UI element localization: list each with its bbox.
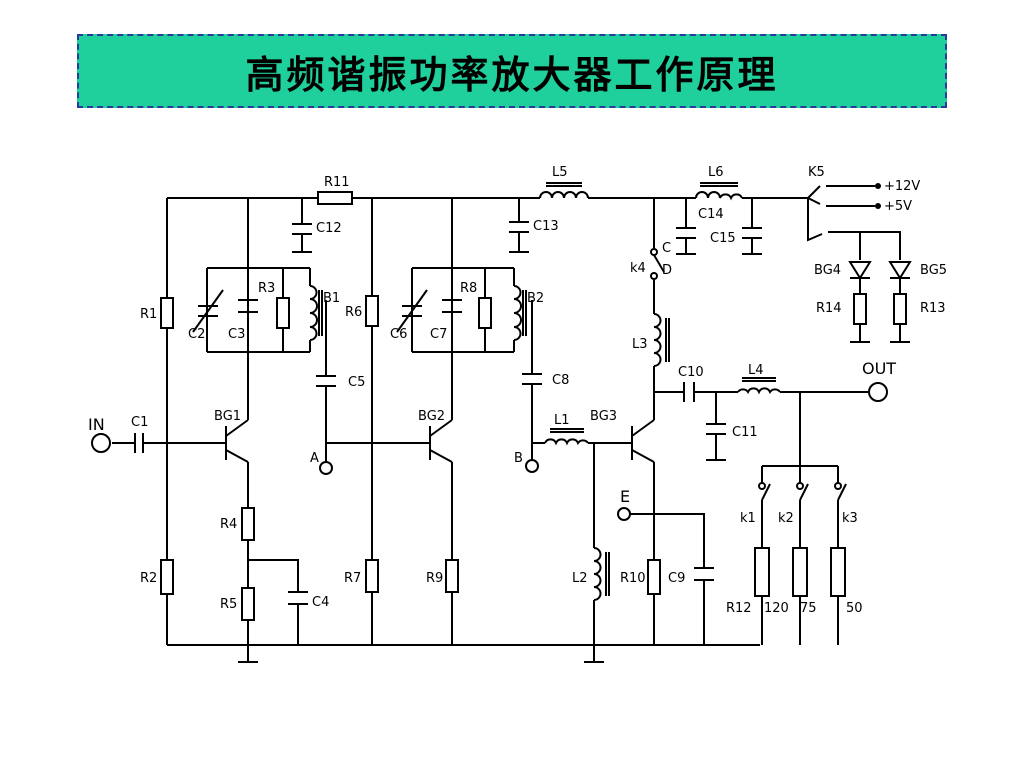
label-r10: R10 — [620, 571, 646, 586]
label-l2: L2 — [572, 571, 588, 586]
label-r1: R1 — [140, 307, 157, 322]
label-k5: K5 — [808, 165, 825, 180]
wires — [112, 185, 901, 646]
label-r7: R7 — [344, 571, 361, 586]
label-c1: C1 — [131, 415, 148, 430]
component-labels: IN C1 R1 R2 R11 C12 C2 C3 R3 B1 C5 BG1 R… — [88, 165, 947, 616]
label-out: OUT — [862, 359, 896, 378]
label-l4: L4 — [748, 363, 764, 378]
label-k4c: C — [662, 241, 671, 256]
terminals — [91, 183, 912, 521]
label-k3: k3 — [842, 511, 858, 526]
label-l1: L1 — [554, 413, 570, 428]
label-r6: R6 — [345, 305, 362, 320]
label-c13: C13 — [533, 219, 559, 234]
label-in: IN — [88, 415, 105, 434]
label-bg4: BG4 — [814, 263, 841, 278]
label-r3: R3 — [258, 281, 275, 296]
label-r13: R13 — [920, 301, 946, 316]
label-c4: C4 — [312, 595, 329, 610]
label-bg2: BG2 — [418, 409, 445, 424]
label-p5v: +5V — [884, 199, 912, 214]
label-a: A — [310, 451, 319, 466]
label-v50: 50 — [846, 601, 863, 616]
label-c11: C11 — [732, 425, 758, 440]
label-c12: C12 — [316, 221, 342, 236]
label-r12: R12 — [726, 601, 752, 616]
transistors — [225, 419, 655, 463]
label-k4: k4 — [630, 261, 646, 276]
inductors — [309, 182, 781, 601]
label-r8: R8 — [460, 281, 477, 296]
label-r9: R9 — [426, 571, 443, 586]
ground-symbols — [238, 251, 910, 663]
label-bg1: BG1 — [214, 409, 241, 424]
label-r14: R14 — [816, 301, 842, 316]
title-banner: 高频谐振功率放大器工作原理 — [77, 34, 947, 108]
label-r11: R11 — [324, 175, 350, 190]
label-bg5: BG5 — [920, 263, 947, 278]
label-c8: C8 — [552, 373, 569, 388]
label-e: E — [620, 487, 630, 506]
label-k1: k1 — [740, 511, 756, 526]
label-bg3: BG3 — [590, 409, 617, 424]
label-c10: C10 — [678, 365, 704, 380]
label-k4d: D — [662, 263, 672, 278]
label-c2: C2 — [188, 327, 205, 342]
label-l5: L5 — [552, 165, 568, 180]
label-c5: C5 — [348, 375, 365, 390]
label-c9: C9 — [668, 571, 685, 586]
label-v75: 75 — [800, 601, 817, 616]
label-r4: R4 — [220, 517, 237, 532]
label-r2: R2 — [140, 571, 157, 586]
label-b: B — [514, 451, 523, 466]
label-c3: C3 — [228, 327, 245, 342]
label-k2: k2 — [778, 511, 794, 526]
resistors — [160, 191, 907, 621]
label-c7: C7 — [430, 327, 447, 342]
label-v120: 120 — [764, 601, 789, 616]
label-b2: B2 — [527, 291, 544, 306]
page-title: 高频谐振功率放大器工作原理 — [245, 51, 779, 97]
label-c6: C6 — [390, 327, 407, 342]
label-l3: L3 — [632, 337, 648, 352]
label-r5: R5 — [220, 597, 237, 612]
label-b1: B1 — [323, 291, 340, 306]
label-c15: C15 — [710, 231, 736, 246]
label-c14: C14 — [698, 207, 724, 222]
label-l6: L6 — [708, 165, 724, 180]
capacitors — [134, 221, 762, 605]
label-p12v: +12V — [884, 179, 920, 194]
